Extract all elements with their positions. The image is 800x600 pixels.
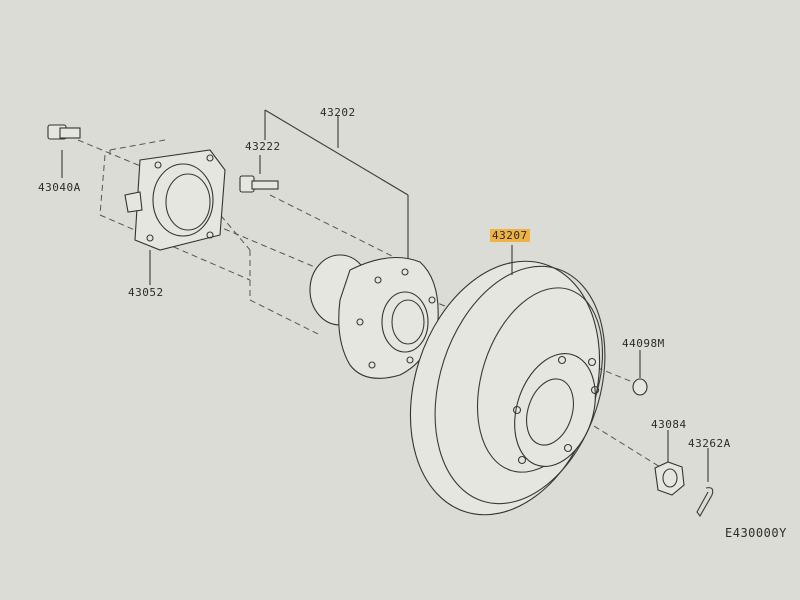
hub-bearing-43202 (309, 254, 439, 379)
part-label-43040A: 43040A (38, 181, 81, 194)
part-label-43262A: 43262A (688, 437, 731, 450)
carrier-43052 (124, 149, 226, 285)
cotter-pin-43262A (696, 448, 714, 517)
part-label-43052: 43052 (128, 286, 164, 299)
part-label-44098M: 44098M (622, 337, 665, 350)
nut-43084 (654, 430, 685, 496)
brake-disc-43207 (409, 245, 606, 516)
figure-code: E430000Y (725, 526, 787, 540)
part-label-43222: 43222 (245, 140, 281, 153)
part-label-43202: 43202 (320, 106, 356, 119)
part-label-43084: 43084 (651, 418, 687, 431)
callout-bracket-43202 (264, 109, 409, 262)
washer-44098M (632, 350, 648, 396)
bolt-43040A (47, 124, 81, 178)
stud-43222 (239, 155, 279, 193)
part-label-43207-highlighted: 43207 (490, 229, 530, 242)
